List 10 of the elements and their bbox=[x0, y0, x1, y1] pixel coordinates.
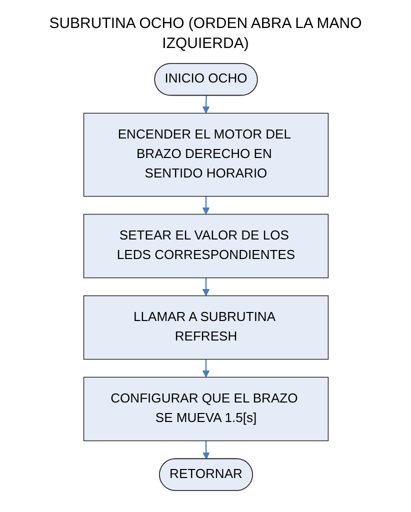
arrow bbox=[202, 278, 210, 296]
arrow bbox=[202, 440, 210, 460]
arrow bbox=[202, 196, 210, 215]
node-box: CONFIGURAR QUE EL BRAZO SE MUEVA 1.5[s] bbox=[82, 376, 328, 442]
arrow bbox=[202, 96, 210, 114]
node-box: LLAMAR A SUBRUTINA REFRESH bbox=[82, 295, 328, 360]
node-box: SETEAR EL VALOR DE LOS LEDS CORRESPONDIENTES bbox=[82, 214, 328, 278]
arrow bbox=[202, 359, 210, 378]
node-box: ENCENDER EL MOTOR DEL BRAZO DERECHO EN SENTIDO HORARIO bbox=[82, 112, 328, 197]
diagram-title: SUBRUTINA OCHO (ORDEN ABRA LA MANO IZQUIERDA) bbox=[48, 14, 363, 53]
